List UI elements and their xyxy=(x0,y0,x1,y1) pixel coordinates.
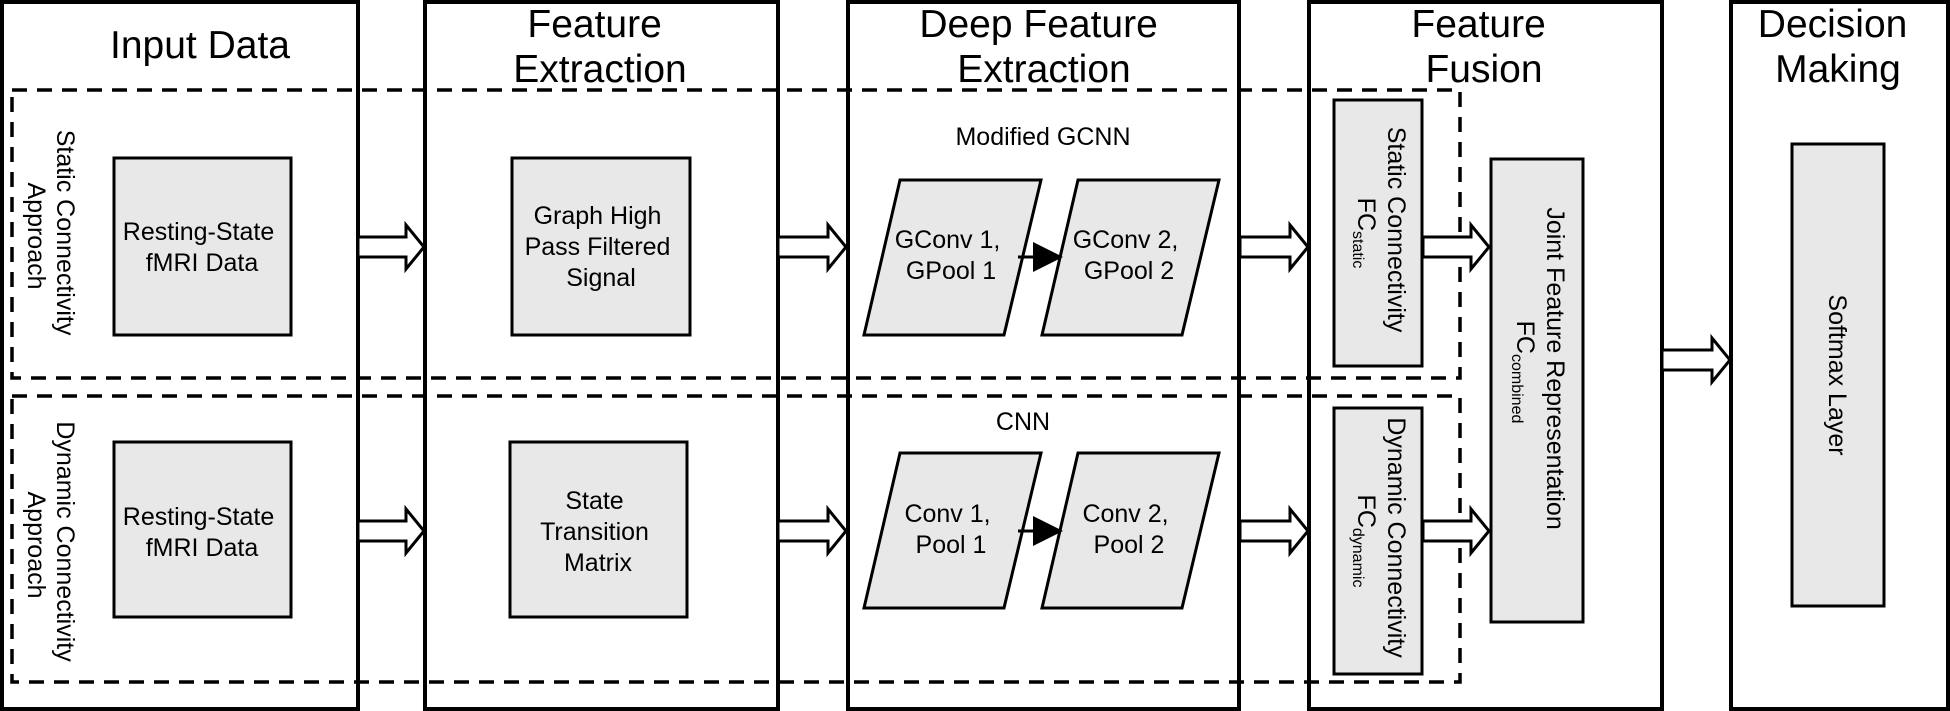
joint-feature-text: Joint Feature Representation FCcombined xyxy=(1508,207,1569,536)
gconv1-layer xyxy=(862,178,1043,337)
static-connectivity-box xyxy=(1332,98,1424,368)
static-input-box xyxy=(112,156,293,337)
static-input-text: Resting-State fMRI Data xyxy=(123,218,281,277)
conv1-layer xyxy=(862,451,1043,610)
state-transition-box xyxy=(508,440,689,619)
state-transition-text: State Transition Matrix xyxy=(540,487,656,577)
arrow-deep-to-fusion-dynamic xyxy=(1238,504,1310,558)
cnn-label: CNN xyxy=(996,408,1050,436)
arrow-dynamic-to-joint xyxy=(1421,504,1491,558)
column-deep-feature-extraction xyxy=(846,0,1241,711)
dynamic-approach-region xyxy=(10,394,1462,684)
graph-high-pass-box xyxy=(510,156,692,337)
input-data-title: Input Data xyxy=(110,24,290,67)
softmax-layer-text: Softmax Layer xyxy=(1823,294,1851,455)
dynamic-input-box xyxy=(112,440,293,619)
gconv1-text: GConv 1, GPool 1 xyxy=(895,226,1008,285)
arrow-feature-to-deep-static xyxy=(776,220,848,274)
column-decision-making xyxy=(1729,0,1950,711)
feature-extraction-title: Feature Extraction xyxy=(513,3,686,91)
modified-gcnn-label: Modified GCNN xyxy=(955,123,1130,151)
arrow-static-to-joint xyxy=(1421,220,1491,274)
gconv2-text: GConv 2, GPool 2 xyxy=(1073,226,1186,285)
column-feature-extraction xyxy=(423,0,780,711)
conv2-text: Conv 2, Pool 2 xyxy=(1082,500,1175,559)
static-approach-region xyxy=(10,88,1462,380)
arrow-feature-to-deep-dynamic xyxy=(776,504,848,558)
arrow-fusion-to-decision xyxy=(1660,333,1732,387)
decision-making-title: Decision Making xyxy=(1758,3,1918,91)
dynamic-input-text: Resting-State fMRI Data xyxy=(123,503,281,562)
deep-feature-extraction-title: Deep Feature Extraction xyxy=(919,3,1168,91)
joint-feature-box xyxy=(1489,157,1585,624)
dynamic-approach-label: Dynamic Connectivity Approach xyxy=(22,421,79,668)
softmax-layer-box xyxy=(1790,142,1886,608)
static-connectivity-text: Static Connectivity FCstatic xyxy=(1349,127,1410,340)
feature-fusion-title: Feature Fusion xyxy=(1411,3,1556,91)
dynamic-connectivity-text: Dynamic Connectivity FCdynamic xyxy=(1349,417,1410,664)
arrow-input-to-feature-static xyxy=(356,220,426,274)
arrow-input-to-feature-dynamic xyxy=(356,504,426,558)
column-input xyxy=(0,0,360,711)
gconv2-layer xyxy=(1040,178,1221,337)
conv1-text: Conv 1, Pool 1 xyxy=(904,500,997,559)
graph-high-pass-text: Graph High Pass Filtered Signal xyxy=(525,202,678,292)
static-approach-label: Static Connectivity Approach xyxy=(22,130,79,343)
conv2-layer xyxy=(1040,451,1221,610)
arrow-deep-to-fusion-static xyxy=(1238,220,1310,274)
